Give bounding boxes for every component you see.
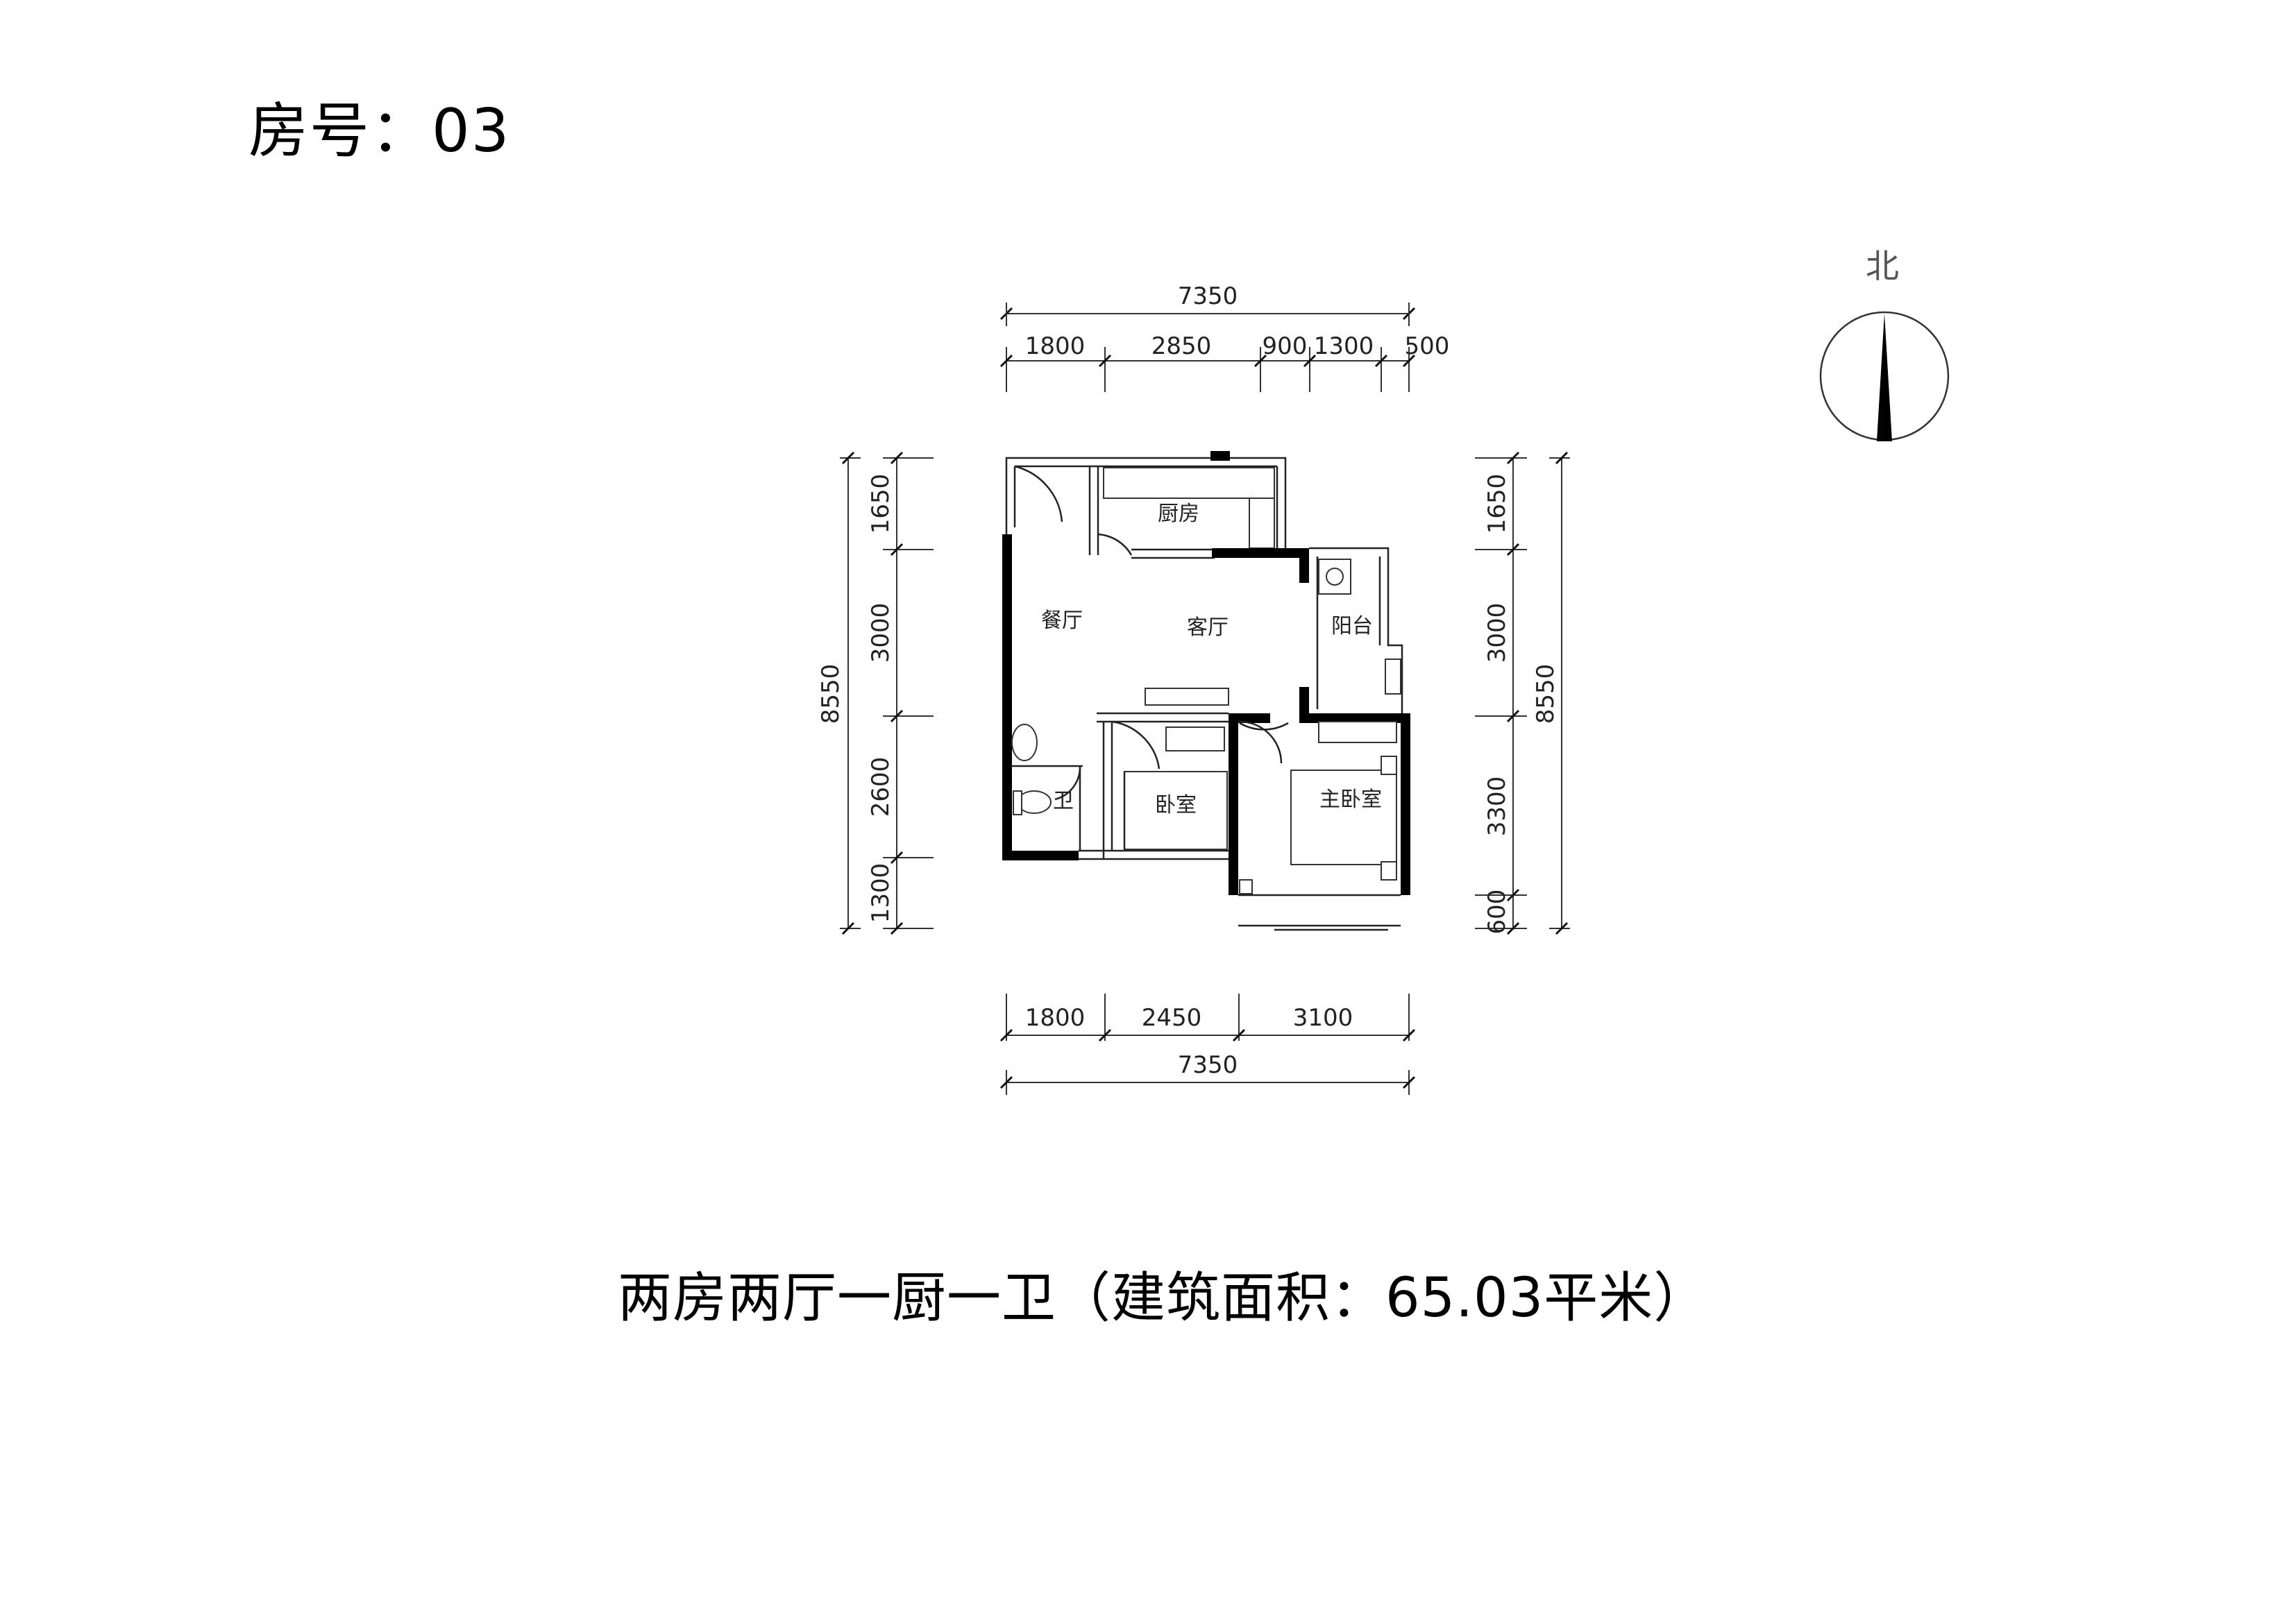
bottom-segment-dimension: 3100: [1293, 1004, 1353, 1032]
room-label-balcony: 阳台: [1331, 614, 1373, 638]
right-segment-dimension: 3000: [1483, 603, 1511, 663]
room-label-bedroom: 卧室: [1155, 793, 1197, 817]
bottom-total-dimension: 7350: [1178, 1051, 1238, 1079]
room-number-title: 房号：03: [248, 96, 511, 166]
left-segment-dimension: 2600: [867, 757, 895, 817]
bottom-segment-dimension: 1800: [1025, 1004, 1086, 1032]
bottom-dimensions: 1800 2450 3100 7350: [999, 994, 1416, 1095]
room-label-living: 客厅: [1187, 615, 1229, 640]
top-segment-dimension: 2850: [1151, 332, 1212, 360]
left-segment-dimension: 1300: [867, 863, 895, 924]
top-segment-dimension: 1800: [1025, 332, 1086, 360]
room-label-dining: 餐厅: [1041, 609, 1083, 633]
room-label-master-bedroom: 主卧室: [1319, 788, 1382, 812]
right-segment-dimension: 3300: [1483, 776, 1511, 837]
bottom-segment-dimension: 2450: [1142, 1004, 1202, 1032]
left-total-dimension: 8550: [817, 664, 845, 724]
room-labels: 厨房 餐厅 客厅 阳台 卫 卧室 主卧室: [1041, 502, 1382, 817]
right-segment-dimension: 1650: [1483, 474, 1511, 534]
right-total-dimension: 8550: [1532, 664, 1560, 724]
top-segment-dimension: 900: [1263, 332, 1308, 360]
right-segment-dimension: 600: [1483, 890, 1511, 935]
north-arrow: 北: [1819, 247, 1950, 441]
plan-caption: 两房两厅一厨一卫（建筑面积：65.03平米）: [618, 1267, 1709, 1329]
left-segment-dimension: 1650: [867, 474, 895, 534]
right-dimensions: 8550 1650 3000 3300 600: [1475, 451, 1570, 935]
left-segment-dimension: 3000: [867, 603, 895, 663]
north-label: 北: [1866, 247, 1899, 286]
north-arrow-icon: [1877, 314, 1892, 441]
top-segment-dimension: 500: [1405, 332, 1450, 360]
top-total-dimension: 7350: [1178, 282, 1238, 310]
room-label-bathroom: 卫: [1053, 789, 1074, 813]
floor-plan: [1002, 451, 1410, 931]
top-dimensions: 7350 1800 2850 900 1300 500: [999, 282, 1450, 392]
room-label-kitchen: 厨房: [1158, 502, 1199, 526]
top-segment-dimension: 1300: [1314, 332, 1374, 360]
left-dimensions: 8550 1650 3000 2600 1300: [817, 451, 934, 935]
